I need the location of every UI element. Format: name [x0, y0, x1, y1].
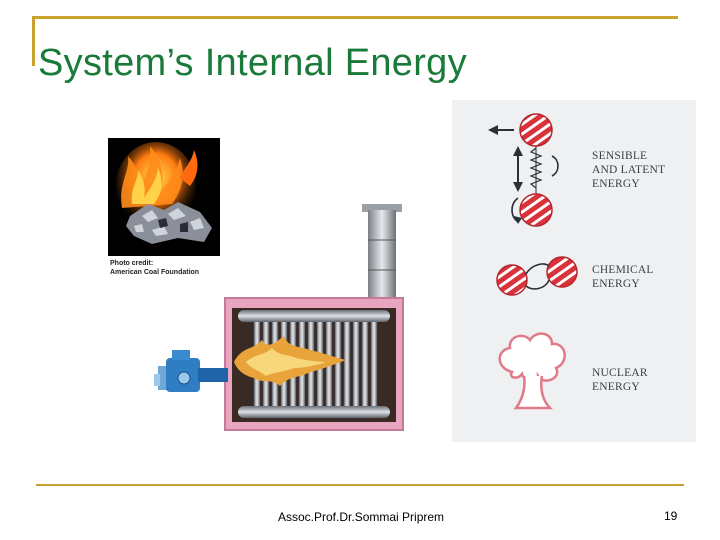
slide-title: System’s Internal Energy	[38, 42, 467, 84]
footer-author: Assoc.Prof.Dr.Sommai Priprem	[278, 510, 445, 524]
nuclear-label-line2: ENERGY	[592, 381, 640, 393]
photo-credit-label: Photo credit:	[110, 260, 154, 267]
sensible-label-line2: AND LATENT	[592, 164, 666, 176]
chemical-energy-label: CHEMICAL ENERGY	[592, 263, 654, 291]
sensible-label-line3: ENERGY	[592, 178, 640, 190]
page-number: 19	[664, 509, 678, 523]
chemical-label-line1: CHEMICAL	[592, 264, 654, 276]
sensible-latent-label: SENSIBLE AND LATENT ENERGY	[592, 149, 665, 191]
chemical-label-line2: ENERGY	[592, 278, 640, 290]
nuclear-energy-label: NUCLEAR ENERGY	[592, 366, 648, 394]
top-accent-line	[32, 16, 678, 19]
left-accent-line	[32, 16, 35, 66]
energy-types-panel	[452, 100, 696, 442]
molecule-diagrams	[488, 113, 578, 410]
footer-accent-line	[36, 484, 684, 486]
burning-coal-photo	[108, 138, 220, 256]
photo-credit-source: American Coal Foundation	[110, 269, 200, 276]
sensible-label-line1: SENSIBLE	[592, 150, 648, 162]
photo-credit: Photo credit: American Coal Foundation	[110, 259, 199, 277]
furnace-illustration	[150, 200, 410, 441]
nuclear-label-line1: NUCLEAR	[592, 367, 648, 379]
